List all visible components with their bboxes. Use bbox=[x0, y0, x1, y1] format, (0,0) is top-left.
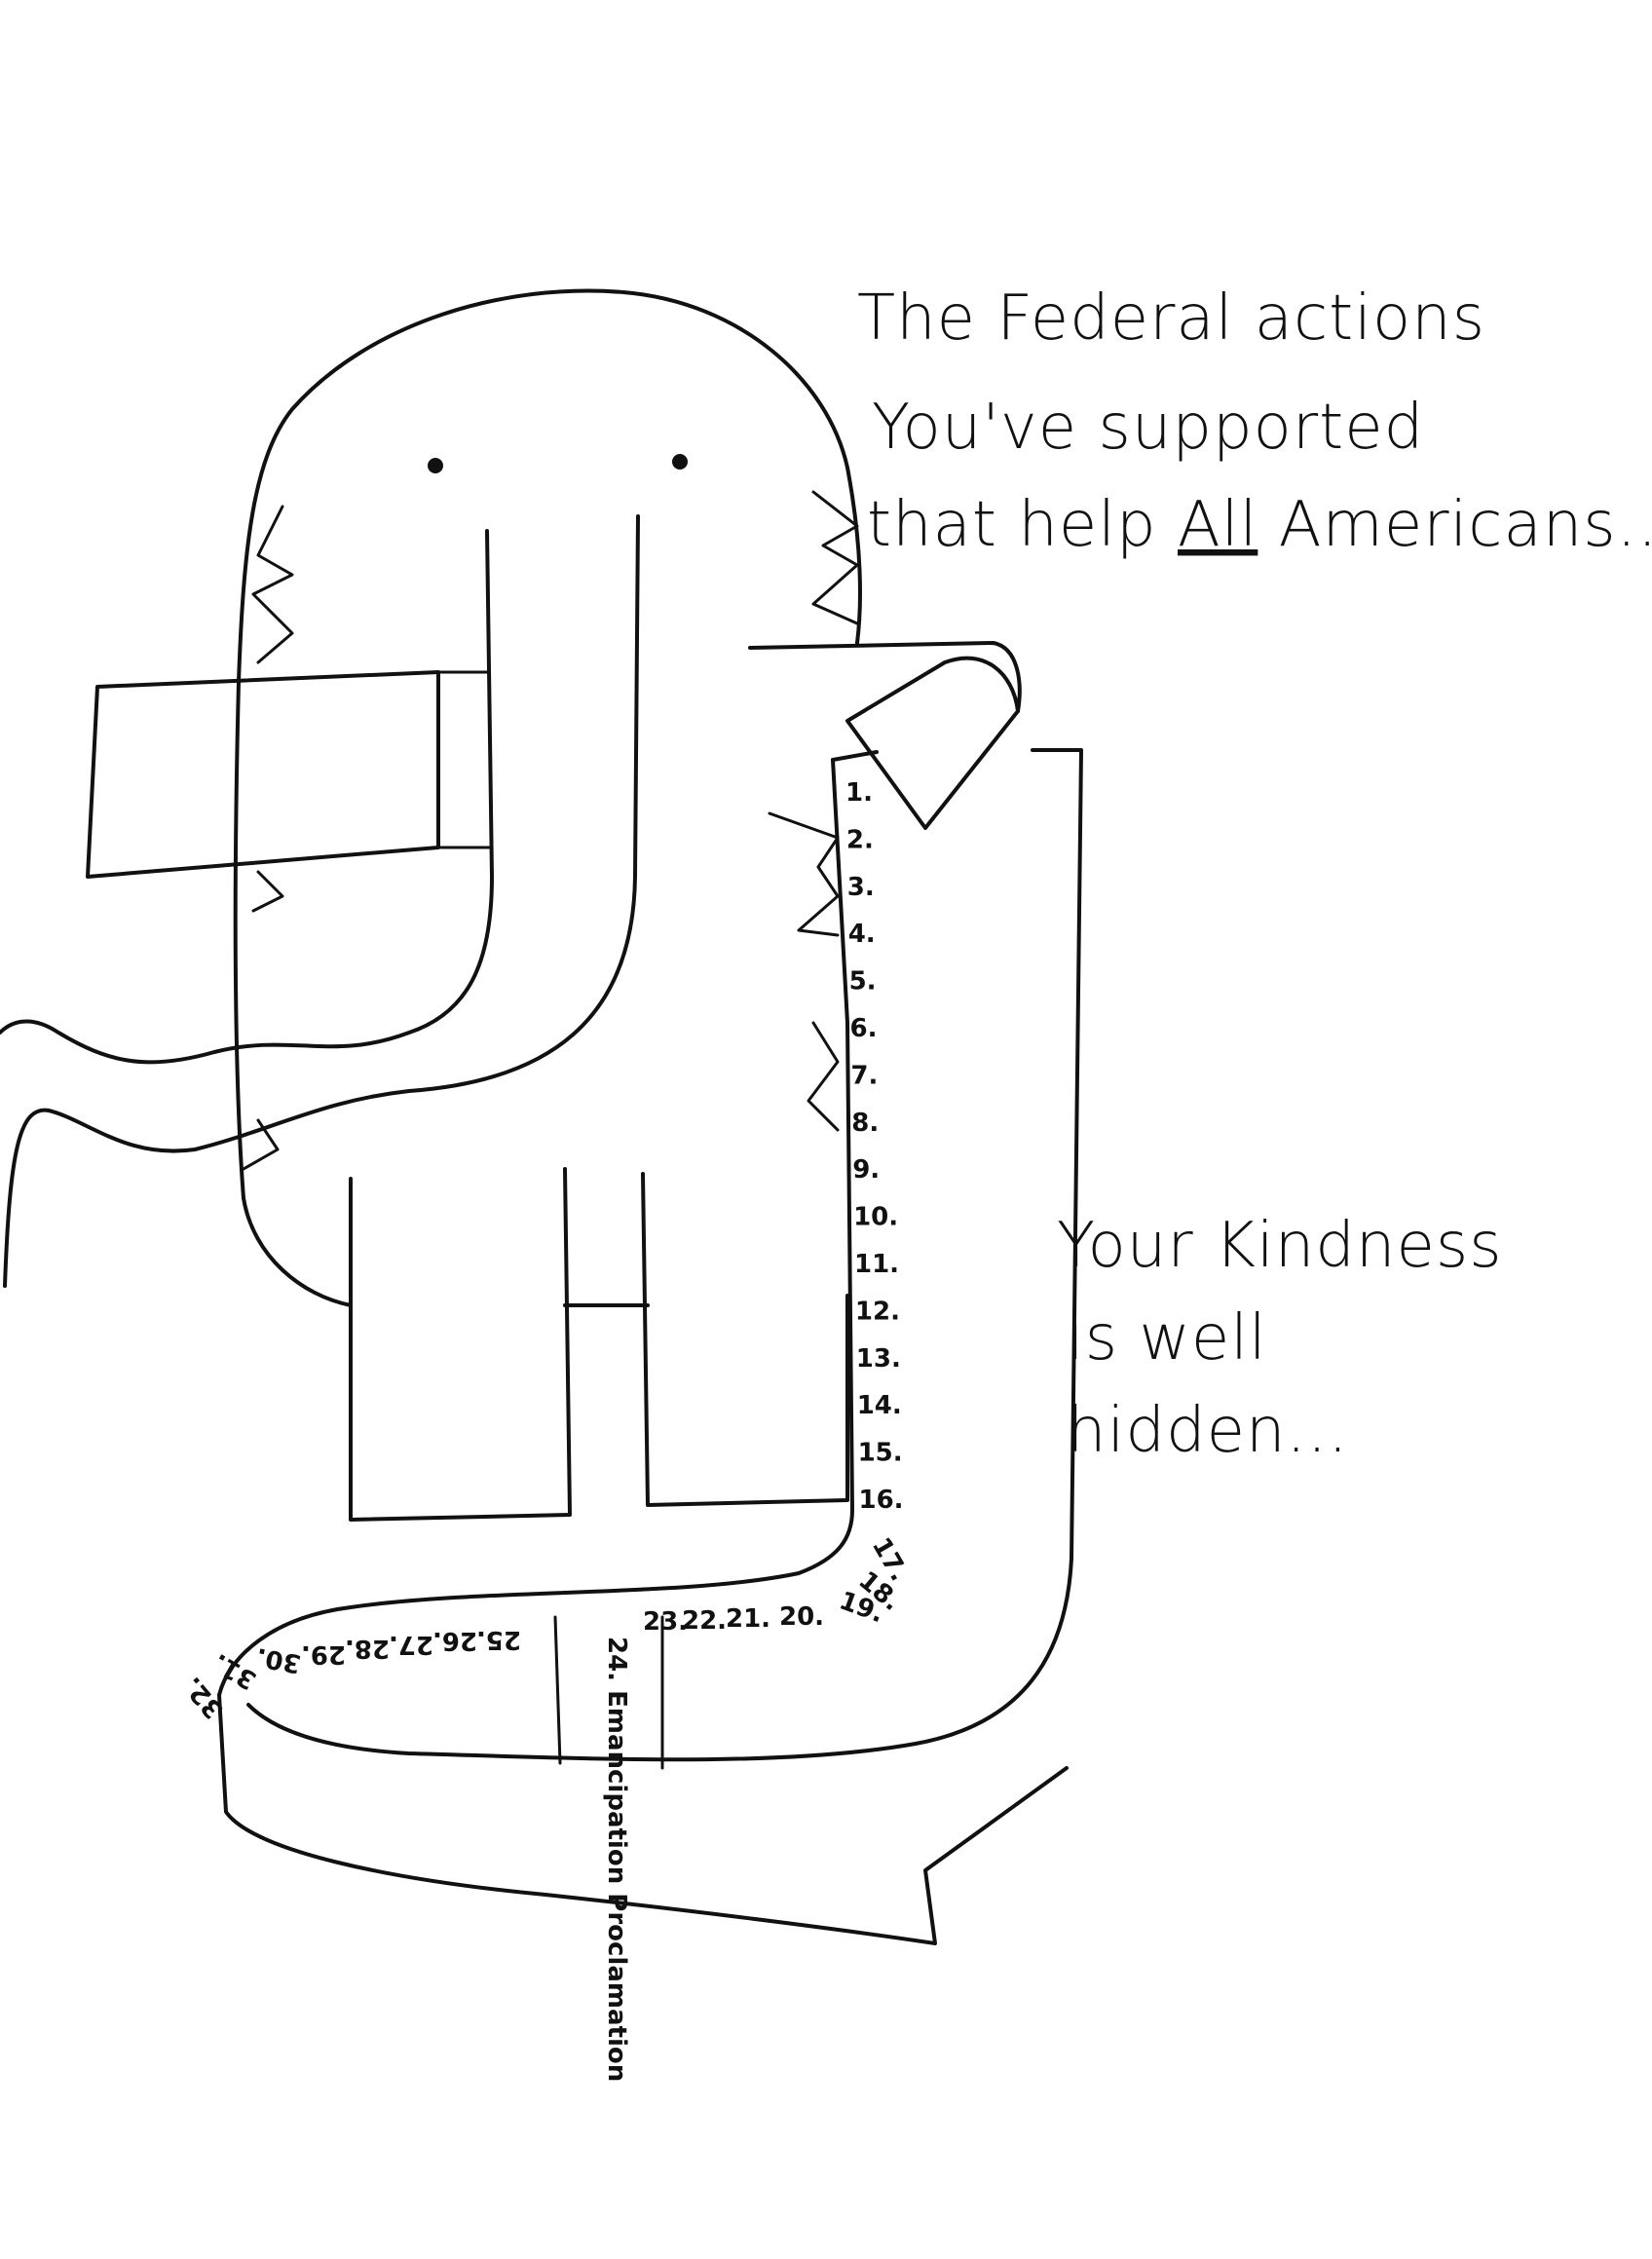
scroll-list-item: 15. bbox=[858, 1439, 903, 1468]
left-spikes-lower bbox=[242, 870, 284, 1171]
scroll-list-item: 22. bbox=[682, 1606, 727, 1636]
scroll-list-item: 23. bbox=[643, 1607, 688, 1637]
elephant-trunk-inner bbox=[3, 514, 640, 1288]
scroll-right-edge bbox=[246, 748, 1083, 1762]
scroll-list-item: 12. bbox=[855, 1297, 900, 1326]
caption-top-line-3-suffix: Americans... bbox=[1258, 489, 1652, 561]
scroll-list-item-emancipation: 24. Emancipation Proclamation bbox=[602, 1637, 631, 2082]
scroll-curl bbox=[845, 656, 1020, 830]
right-spikes-lower bbox=[807, 1021, 840, 1132]
right-spikes-upper bbox=[811, 490, 859, 625]
scroll-list-item: 25. bbox=[476, 1625, 521, 1654]
left-spikes-upper bbox=[251, 505, 294, 664]
right-eye bbox=[672, 454, 688, 470]
elephant-body-outline bbox=[233, 288, 862, 1200]
scroll-left-edge bbox=[217, 758, 854, 1697]
scroll-top-edge bbox=[831, 750, 879, 762]
scroll-list-item: 9. bbox=[852, 1155, 880, 1185]
scroll-list-item: 11. bbox=[854, 1250, 899, 1279]
elephant-body-lower bbox=[242, 1196, 353, 1307]
scroll-list-item: 3. bbox=[847, 873, 875, 902]
scroll-list-item: 16. bbox=[859, 1486, 904, 1515]
scroll-list-item: 31. bbox=[208, 1647, 262, 1695]
right-arm bbox=[748, 641, 1022, 713]
scroll-list-curve: 17.18.19.20.21.22.23.24. Emancipation Pr… bbox=[178, 1533, 914, 2083]
caption-bottom-line-2: is well bbox=[1067, 1302, 1267, 1374]
scroll-list-item: 1. bbox=[845, 778, 873, 808]
left-leg bbox=[349, 1167, 572, 1522]
scroll-list-item: 5. bbox=[849, 967, 877, 997]
caption-top-line-2: You've supported bbox=[872, 392, 1424, 464]
left-eye bbox=[428, 458, 443, 473]
elephant-trunk bbox=[0, 529, 494, 1065]
left-arm-rectangle bbox=[86, 670, 440, 879]
caption-top-line-1: The Federal actions bbox=[857, 282, 1485, 355]
scroll-list-item: 20. bbox=[779, 1602, 824, 1632]
caption-top-emphasis: All bbox=[1178, 489, 1258, 561]
scroll-emancipation-divider bbox=[553, 1615, 664, 1770]
scroll-list-item: 26. bbox=[432, 1626, 477, 1655]
scroll-list-item: 2. bbox=[846, 825, 874, 854]
scroll-list-item: 27. bbox=[389, 1630, 433, 1659]
right-spikes-middle bbox=[768, 811, 840, 937]
scroll-bottom-band bbox=[217, 1693, 1069, 1945]
caption-top-line-3: that help All Americans... bbox=[867, 489, 1652, 561]
caption-bottom-line-3: hidden... bbox=[1067, 1395, 1349, 1467]
scroll-list-vertical: 1. 2. 3. 4. 5. 6. 7. 8. 9. 10. 11. 12. 13. 14. 15. 16. bbox=[845, 778, 904, 1515]
scroll-list-item: 21. bbox=[726, 1604, 770, 1634]
scroll-list-item: 29. bbox=[301, 1639, 346, 1669]
scroll-list-item: 6. bbox=[850, 1014, 878, 1043]
scroll-list-item: 30. bbox=[254, 1641, 304, 1678]
caption-top-line-3-prefix: that help bbox=[867, 489, 1178, 561]
scroll-list-item: 14. bbox=[857, 1391, 902, 1420]
scroll-list-item: 13. bbox=[856, 1344, 901, 1374]
scroll-list-item: 8. bbox=[851, 1109, 879, 1138]
caption-bottom-line-1: Your Kindness bbox=[1057, 1210, 1503, 1282]
scroll-list-item: 10. bbox=[853, 1203, 898, 1232]
right-leg bbox=[641, 1172, 849, 1507]
scroll-list-item: 28. bbox=[345, 1634, 390, 1663]
left-arm-trunk-overlap bbox=[436, 670, 494, 849]
scroll-list-item: 7. bbox=[850, 1061, 878, 1090]
scroll-list-item: 4. bbox=[848, 920, 876, 949]
